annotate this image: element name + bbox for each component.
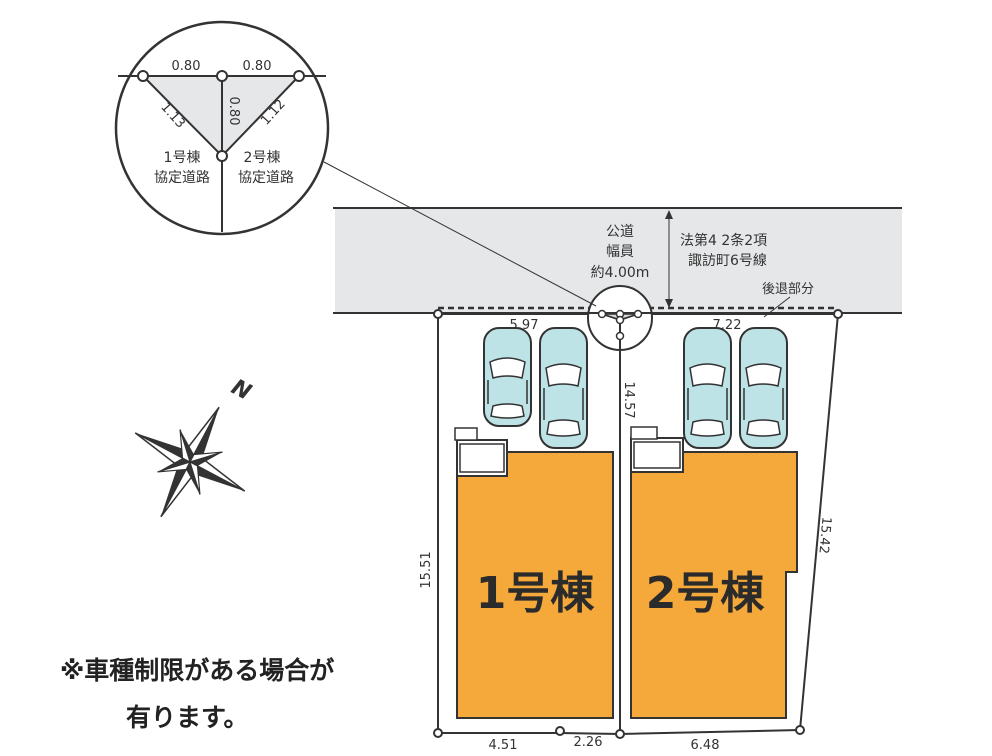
inset-left-label-2: 協定道路 [154, 170, 210, 186]
road-width-caption: 幅員 [606, 244, 634, 260]
corner-point [555, 726, 565, 736]
car [483, 327, 532, 427]
building-2-step [630, 426, 658, 440]
dim-bottom-left: 4.51 [489, 738, 518, 753]
building-1-entry-box [459, 443, 505, 473]
dim-center-vertical: 14.57 [621, 381, 636, 418]
compass-north-label: N [227, 375, 255, 406]
building-2-entry-box [633, 441, 681, 469]
lot-right-line [799, 313, 839, 731]
dim-right-side: 15.42 [815, 516, 833, 554]
inset-point [216, 70, 228, 82]
inset-leader-line [323, 161, 597, 307]
note-line-2: 有ります。 [126, 703, 249, 732]
corner-point [795, 725, 805, 735]
lot-bottom-line [438, 729, 801, 736]
dim-left-side: 15.51 [419, 551, 434, 588]
inset-dim-center: 0.80 [226, 97, 241, 126]
compass-icon [134, 406, 246, 518]
dim-bottom-mid: 2.26 [574, 735, 603, 750]
road-name-label: 諏訪町6号線 [688, 253, 767, 269]
setback-label: 後退部分 [762, 282, 814, 297]
lot-dimensions: 5.97 7.22 14.57 15.51 15.42 4.51 2.26 6.… [419, 318, 834, 753]
road-type-label: 公道 [606, 224, 634, 240]
corner-point [433, 728, 443, 738]
road-law-label: 法第4 2条2項 [680, 232, 767, 249]
corner-point [433, 309, 443, 319]
parking [483, 327, 788, 449]
note-line-1: ※車種制限がある場合が [60, 656, 334, 685]
corner-point [615, 729, 625, 739]
detail-inset: 0.80 0.80 0.80 1.13 1.12 1号棟 協定道路 2号棟 協定… [114, 20, 330, 236]
car [683, 327, 732, 449]
building-1-label: 1号棟 [476, 568, 596, 619]
car [739, 327, 788, 449]
inset-point [137, 70, 149, 82]
inset-right-label-2: 協定道路 [238, 170, 294, 186]
inset-dim-top-right: 0.80 [243, 59, 272, 74]
road-width-arrow-bottom [665, 299, 673, 308]
dim-top-left: 5.97 [510, 318, 539, 333]
building-2-label: 2号棟 [646, 568, 766, 619]
corner-point [833, 309, 843, 319]
building-2: 2号棟 [630, 426, 798, 719]
building-1-step [454, 427, 478, 441]
inset-point [293, 70, 305, 82]
dim-bottom-right: 6.48 [691, 738, 720, 753]
inset-right-label-1: 2号棟 [244, 150, 281, 166]
road-width-value: 約4.00m [591, 265, 650, 281]
inset-dim-top-left: 0.80 [172, 59, 201, 74]
junction-marker [587, 285, 653, 351]
car [539, 327, 588, 449]
inset-point [216, 150, 228, 162]
dim-top-right: 7.22 [713, 318, 742, 333]
inset-left-label-1: 1号棟 [164, 150, 201, 166]
building-1: 1号棟 [454, 427, 614, 719]
road-width-arrow-top [665, 210, 673, 219]
